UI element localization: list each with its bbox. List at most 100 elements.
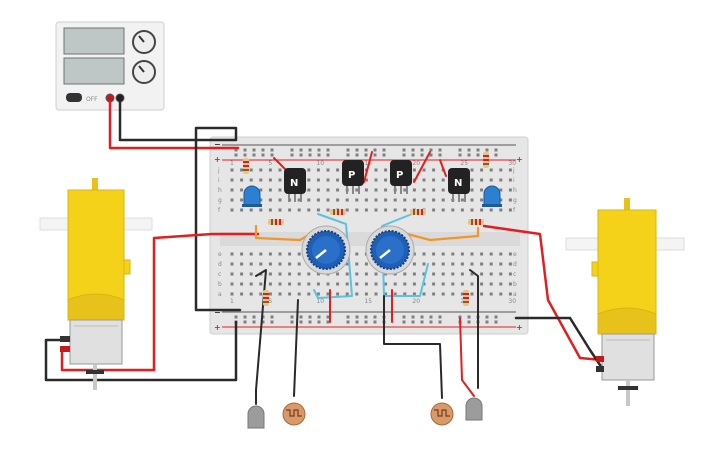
breadboard-hole[interactable] (432, 262, 436, 266)
breadboard-hole[interactable] (326, 282, 330, 286)
breadboard-hole[interactable] (384, 198, 388, 202)
breadboard-hole[interactable] (299, 148, 303, 152)
breadboard-hole[interactable] (382, 153, 386, 157)
breadboard-hole[interactable] (485, 148, 489, 152)
breadboard-hole[interactable] (393, 198, 397, 202)
breadboard-hole[interactable] (290, 315, 294, 319)
breadboard-hole[interactable] (429, 153, 433, 157)
breadboard-hole[interactable] (240, 188, 244, 192)
breadboard-hole[interactable] (355, 153, 359, 157)
breadboard-hole[interactable] (494, 315, 498, 319)
breadboard-hole[interactable] (364, 148, 368, 152)
breadboard-hole[interactable] (243, 315, 247, 319)
breadboard-hole[interactable] (240, 282, 244, 286)
breadboard-hole[interactable] (259, 178, 263, 182)
wire-black-ldr-left[interactable] (293, 299, 299, 397)
breadboard-hole[interactable] (441, 272, 445, 276)
breadboard-hole[interactable] (316, 292, 320, 296)
breadboard-hole[interactable] (326, 188, 330, 192)
breadboard-hole[interactable] (249, 178, 253, 182)
wire-orange-right[interactable] (398, 226, 480, 242)
breadboard-hole[interactable] (364, 262, 368, 266)
breadboard-hole[interactable] (299, 315, 303, 319)
breadboard-hole[interactable] (470, 262, 474, 266)
breadboard-hole[interactable] (422, 292, 426, 296)
breadboard-hole[interactable] (355, 315, 359, 319)
breadboard-hole[interactable] (259, 168, 263, 172)
breadboard-hole[interactable] (489, 262, 493, 266)
breadboard-hole[interactable] (268, 262, 272, 266)
breadboard-hole[interactable] (355, 272, 359, 276)
breadboard-hole[interactable] (402, 315, 406, 319)
breadboard-hole[interactable] (259, 252, 263, 256)
breadboard-hole[interactable] (243, 148, 247, 152)
breadboard-hole[interactable] (326, 320, 330, 324)
breadboard-hole[interactable] (480, 292, 484, 296)
breadboard-hole[interactable] (499, 208, 503, 212)
breadboard-hole[interactable] (288, 208, 292, 212)
breadboard-hole[interactable] (470, 178, 474, 182)
breadboard-hole[interactable] (268, 188, 272, 192)
breadboard-hole[interactable] (249, 292, 253, 296)
breadboard-hole[interactable] (508, 178, 512, 182)
breadboard-hole[interactable] (470, 208, 474, 212)
breadboard-hole[interactable] (489, 292, 493, 296)
wire-black-left-motor[interactable] (44, 320, 238, 382)
breadboard-hole[interactable] (259, 282, 263, 286)
breadboard-hole[interactable] (420, 315, 424, 319)
breadboard-hole[interactable] (270, 148, 274, 152)
breadboard-hole[interactable] (441, 282, 445, 286)
breadboard-hole[interactable] (480, 168, 484, 172)
breadboard-hole[interactable] (297, 198, 301, 202)
psu-power-button[interactable] (66, 93, 82, 102)
breadboard-hole[interactable] (373, 315, 377, 319)
breadboard-hole[interactable] (432, 208, 436, 212)
breadboard-hole[interactable] (355, 292, 359, 296)
breadboard-hole[interactable] (458, 148, 462, 152)
wire-black-led-left[interactable] (255, 269, 267, 405)
transistor-pnp-right[interactable]: P (390, 160, 412, 194)
breadboard-hole[interactable] (393, 208, 397, 212)
breadboard-hole[interactable] (336, 198, 340, 202)
breadboard-hole[interactable] (476, 153, 480, 157)
breadboard-hole[interactable] (499, 178, 503, 182)
breadboard-hole[interactable] (470, 252, 474, 256)
breadboard-hole[interactable] (308, 153, 312, 157)
wires[interactable] (44, 100, 604, 405)
breadboard-hole[interactable] (480, 272, 484, 276)
breadboard-hole[interactable] (508, 262, 512, 266)
breadboard-hole[interactable] (460, 292, 464, 296)
breadboard-hole[interactable] (230, 272, 234, 276)
breadboard-hole[interactable] (336, 168, 340, 172)
breadboard-hole[interactable] (268, 292, 272, 296)
dc-motor-right[interactable] (565, 198, 685, 406)
breadboard-hole[interactable] (288, 272, 292, 276)
breadboard-hole[interactable] (240, 168, 244, 172)
resistor[interactable] (263, 290, 269, 306)
breadboard-hole[interactable] (467, 320, 471, 324)
transistors[interactable]: N P P N (284, 160, 470, 202)
breadboard-hole[interactable] (249, 262, 253, 266)
breadboard-hole[interactable] (316, 188, 320, 192)
breadboard-hole[interactable] (480, 188, 484, 192)
photoresistor-left[interactable] (282, 402, 306, 426)
wire-black-psu[interactable] (118, 100, 242, 312)
breadboard-hole[interactable] (438, 315, 442, 319)
breadboard-hole[interactable] (480, 198, 484, 202)
breadboard-hole[interactable] (308, 148, 312, 152)
breadboard-hole[interactable] (307, 168, 311, 172)
breadboard-hole[interactable] (411, 153, 415, 157)
breadboard-hole[interactable] (316, 178, 320, 182)
breadboard-hole[interactable] (460, 198, 464, 202)
breadboard-hole[interactable] (374, 188, 378, 192)
breadboard-hole[interactable] (374, 208, 378, 212)
breadboard-hole[interactable] (308, 315, 312, 319)
transistor-pnp-left[interactable]: P (342, 160, 364, 194)
breadboard-hole[interactable] (480, 262, 484, 266)
breadboard-hole[interactable] (355, 282, 359, 286)
breadboard-hole[interactable] (422, 188, 426, 192)
breadboard-hole[interactable] (326, 148, 330, 152)
breadboard-hole[interactable] (489, 208, 493, 212)
breadboard-hole[interactable] (252, 315, 256, 319)
breadboard-hole[interactable] (374, 272, 378, 276)
